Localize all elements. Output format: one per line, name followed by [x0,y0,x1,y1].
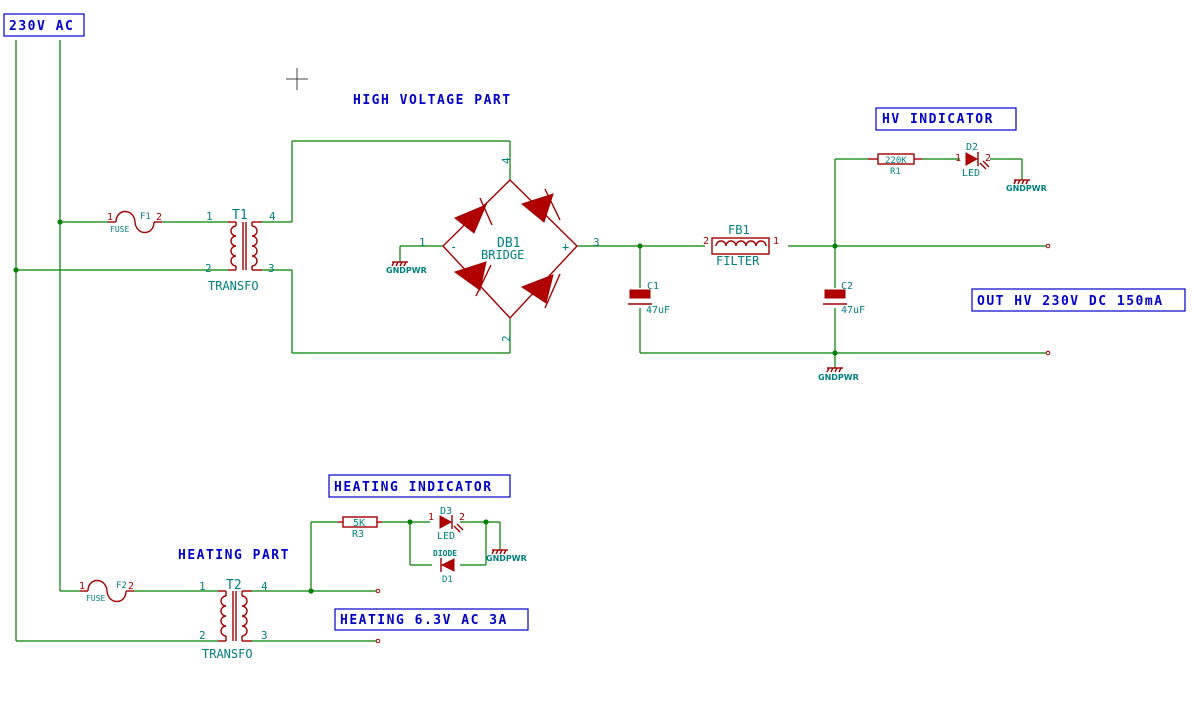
d1-value: DIODE [433,549,457,558]
fuse-f2: 1 2 F2 FUSE [79,579,134,603]
svg-text:1: 1 [428,512,434,523]
c2-ref: C2 [841,281,853,292]
cursor-cross [286,68,308,90]
ground-hv-led: GNDPWR [1006,179,1047,193]
output-hv-label: OUT HV 230V DC 150mA [977,294,1164,309]
svg-text:4: 4 [269,210,276,223]
ground-bridge: GNDPWR [386,261,427,275]
svg-text:3: 3 [593,236,600,249]
r3-ref: R3 [352,529,364,540]
svg-text:GNDPWR: GNDPWR [818,373,859,382]
f1-ref: F1 [140,212,151,222]
t2-ref: T2 [226,578,242,593]
svg-text:2: 2 [985,153,991,164]
resistor-r3: 5K R3 [338,516,382,540]
d2-value: LED [962,168,980,179]
transformer-t2: 1 2 3 4 T2 TRANSFO [199,578,268,661]
svg-text:2: 2 [128,581,134,592]
svg-text:1: 1 [199,580,206,593]
r3-value: 5K [353,518,365,529]
fb1-ref: FB1 [728,223,750,237]
diode-d1: DIODE D1 [433,549,457,585]
hv-indicator-label: HV INDICATOR [882,112,994,127]
r1-ref: R1 [890,167,901,177]
input-label: 230V AC [9,19,74,34]
input-label-box: 230V AC [3,13,85,37]
output-heating-box: HEATING 6.3V AC 3A [334,608,529,631]
led-d3: 1 2 D3 LED [428,506,465,542]
t1-value: TRANSFO [208,279,259,293]
heating-indicator-box: HEATING INDICATOR [328,474,511,498]
svg-text:2: 2 [199,629,206,642]
t2-value: TRANSFO [202,647,253,661]
f1-value: FUSE [110,225,129,234]
f2-ref: F2 [116,581,127,591]
resistor-r1: 220K R1 [868,153,922,177]
svg-text:2: 2 [703,236,709,247]
svg-text:1: 1 [206,210,213,223]
d3-value: LED [437,531,455,542]
c1-ref: C1 [647,281,659,292]
svg-text:1: 1 [773,236,779,247]
capacitor-c1: C1 47uF [628,281,670,316]
ground-symbols: GNDPWR GNDPWR GNDPWR GNDPWR [386,179,1047,563]
svg-text:2: 2 [205,262,212,275]
d1-ref: D1 [442,575,453,585]
f2-value: FUSE [86,594,105,603]
wires [15,40,1048,642]
svg-text:4: 4 [261,580,268,593]
output-hv-box: OUT HV 230V DC 150mA [971,288,1186,312]
ground-heating: GNDPWR [486,549,527,563]
svg-text:1: 1 [79,581,85,592]
svg-text:1: 1 [955,153,961,164]
d3-ref: D3 [440,506,452,517]
svg-text:3: 3 [261,629,268,642]
svg-text:2: 2 [459,512,465,523]
svg-text:-: - [450,240,457,254]
fb1-value: FILTER [716,254,760,268]
hv-indicator-box: HV INDICATOR [875,107,1017,131]
transformer-t1: 1 2 3 4 T1 TRANSFO [205,208,276,293]
heating-indicator-label: HEATING INDICATOR [334,480,493,495]
heading-heating-part: HEATING PART [178,548,290,563]
svg-text:+: + [562,240,569,254]
c1-value: 47uF [646,305,670,316]
svg-text:4: 4 [500,157,513,164]
svg-text:1: 1 [107,212,113,223]
svg-text:GNDPWR: GNDPWR [386,266,427,275]
junctions [13,219,838,594]
led-d2: 1 2 D2 LED [955,142,991,179]
svg-text:2: 2 [500,335,513,342]
filter-fb1: 2 1 FB1 FILTER [703,223,779,268]
svg-text:2: 2 [156,212,162,223]
fuse-f1: 1 2 F1 FUSE [107,210,162,234]
wire-ends [375,243,1051,644]
heading-high-voltage: HIGH VOLTAGE PART [353,93,512,108]
svg-text:3: 3 [268,262,275,275]
d2-ref: D2 [966,142,978,153]
capacitor-c2: C2 47uF [823,281,865,316]
svg-text:GNDPWR: GNDPWR [1006,184,1047,193]
c2-value: 47uF [841,305,865,316]
t1-ref: T1 [232,208,248,223]
db1-value: BRIDGE [481,248,524,262]
output-heating-label: HEATING 6.3V AC 3A [340,613,508,628]
bridge-rectifier-db1: DB1 BRIDGE - + 1 2 3 4 [419,157,600,342]
db1-ref: DB1 [497,236,520,251]
svg-text:1: 1 [419,236,426,249]
ground-c2: GNDPWR [818,367,859,382]
r1-value: 220K [885,156,907,166]
svg-text:GNDPWR: GNDPWR [486,554,527,563]
